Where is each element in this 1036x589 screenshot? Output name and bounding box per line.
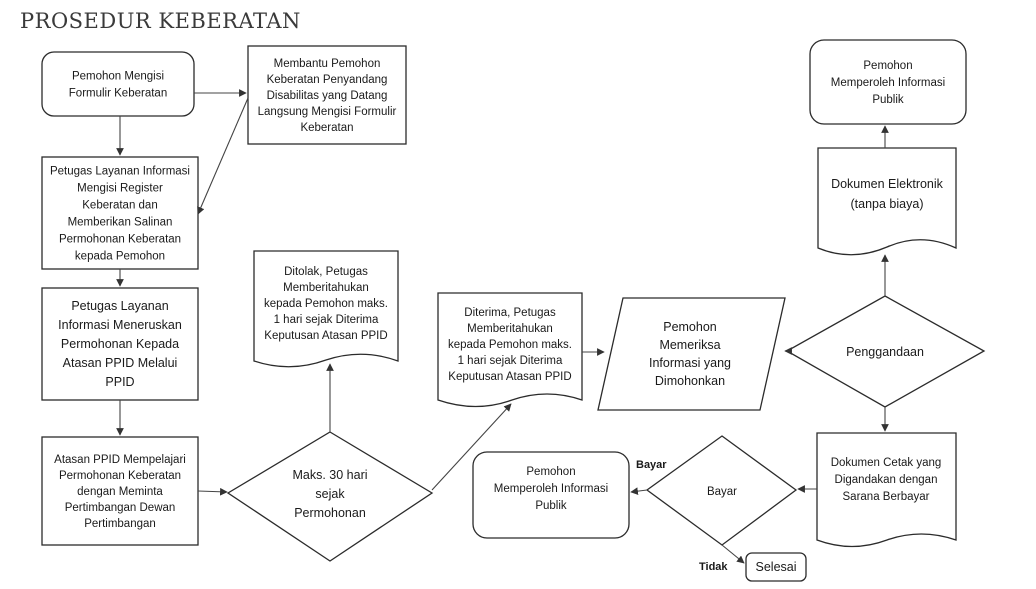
- node-label-line: Pemohon: [663, 320, 717, 334]
- edge-n2-n3: [197, 97, 249, 215]
- terminator-selesai: Selesai: [745, 552, 807, 582]
- document-elektronik: Dokumen Elektronik (tanpa biaya): [817, 147, 957, 256]
- node-label-line: Keberatan dan: [82, 200, 157, 212]
- node-label-line: Memberitahukan: [283, 282, 369, 294]
- node-label-line: Selesai: [756, 560, 797, 574]
- node-label-line: Permohonan: [294, 506, 366, 520]
- node-label-line: 1 hari sejak Diterima: [458, 355, 563, 367]
- node-label-line: kepada Pemohon maks.: [448, 339, 572, 351]
- node-label-line: Publik: [872, 94, 904, 106]
- node-label-line: Disabilitas yang Datang: [267, 90, 388, 102]
- node-label-line: Diterima, Petugas: [464, 307, 556, 319]
- node-label-line: Petugas Layanan: [71, 299, 168, 313]
- node-label-line: Atasan PPID Melalui: [63, 356, 178, 370]
- edge-n5-n6: [197, 487, 228, 496]
- node-label: Selesai: [756, 560, 797, 574]
- node-label-line: Memperoleh Informasi: [494, 483, 608, 495]
- node-label-line: Membantu Pemohon: [274, 58, 381, 70]
- node-label-line: Pemohon: [526, 466, 575, 478]
- edge-label-tidak: Tidak: [699, 561, 728, 573]
- node-label-line: Sarana Berbayar: [843, 491, 930, 503]
- node-label-line: Petugas Layanan Informasi: [50, 166, 190, 178]
- node-label-line: Pemohon Mengisi: [72, 71, 164, 83]
- edge-n6-n8: [431, 403, 512, 491]
- node-label-line: Penggandaan: [846, 345, 924, 359]
- node-label-line: Dimohonkan: [655, 374, 725, 388]
- node-label-line: Pertimbangan: [84, 518, 156, 530]
- node-label-line: Bayar: [707, 486, 737, 498]
- node-label-line: Keputusan Atasan PPID: [264, 330, 387, 342]
- node-label-line: Keberatan Penyandang: [267, 74, 388, 86]
- decision-penggandaan: Penggandaan: [785, 295, 986, 408]
- node-label-line: PPID: [105, 375, 134, 389]
- node-label-line: Informasi Meneruskan: [58, 318, 182, 332]
- node-label-line: Memberitahukan: [467, 323, 553, 335]
- node-label-line: Digandakan dengan: [835, 474, 938, 486]
- node-label-line: Publik: [535, 500, 567, 512]
- node-label-line: Pemohon: [863, 60, 912, 72]
- node-label-line: Ditolak, Petugas: [284, 266, 368, 278]
- node-label-line: Memberikan Salinan: [68, 217, 173, 229]
- node-label-line: kepada Pemohon: [75, 251, 165, 263]
- node-label-line: Dokumen Elektronik: [831, 177, 944, 191]
- node-label-line: (tanpa biaya): [851, 197, 924, 211]
- edge-n14-n16: [721, 544, 745, 564]
- edge-n14-n15: [630, 487, 648, 495]
- node-label-line: dengan Meminta: [77, 486, 163, 498]
- node-label-line: 1 hari sejak Diterima: [274, 314, 379, 326]
- node-label-line: Langsung Mengisi Formulir: [258, 106, 397, 118]
- diagram-title: PROSEDUR KEBERATAN: [20, 9, 301, 33]
- node-label-line: Memeriksa: [659, 338, 720, 352]
- node-label-line: Maks. 30 hari: [292, 468, 367, 482]
- node-label-line: Informasi yang: [649, 356, 731, 370]
- node-label-line: Dokumen Cetak yang: [831, 457, 942, 469]
- node-label-line: Atasan PPID Mempelajari: [54, 454, 186, 466]
- edges: [116, 89, 889, 564]
- node-label-line: kepada Pemohon maks.: [264, 298, 388, 310]
- edge-label-bayar: Bayar: [636, 459, 667, 471]
- node-label-line: Formulir Keberatan: [69, 88, 167, 100]
- node-label-line: Keberatan: [300, 122, 353, 134]
- decision-bayar: Bayar: [645, 435, 798, 546]
- node-label-line: Keputusan Atasan PPID: [448, 371, 571, 383]
- node-label-line: Permohonan Keberatan: [59, 470, 181, 482]
- node-label: Penggandaan: [846, 345, 924, 359]
- node-label-line: sejak: [315, 487, 345, 501]
- node-label: Bayar: [707, 486, 737, 498]
- node-label-line: Permohonan Keberatan: [59, 234, 181, 246]
- node-label-line: Mengisi Register: [77, 183, 163, 195]
- node-label: Dokumen Elektronik (tanpa biaya): [831, 177, 944, 211]
- node-label-line: Permohonan Kepada: [61, 337, 179, 351]
- node-label-line: Memperoleh Informasi: [831, 77, 945, 89]
- node-label-line: Pertimbangan Dewan: [65, 502, 176, 514]
